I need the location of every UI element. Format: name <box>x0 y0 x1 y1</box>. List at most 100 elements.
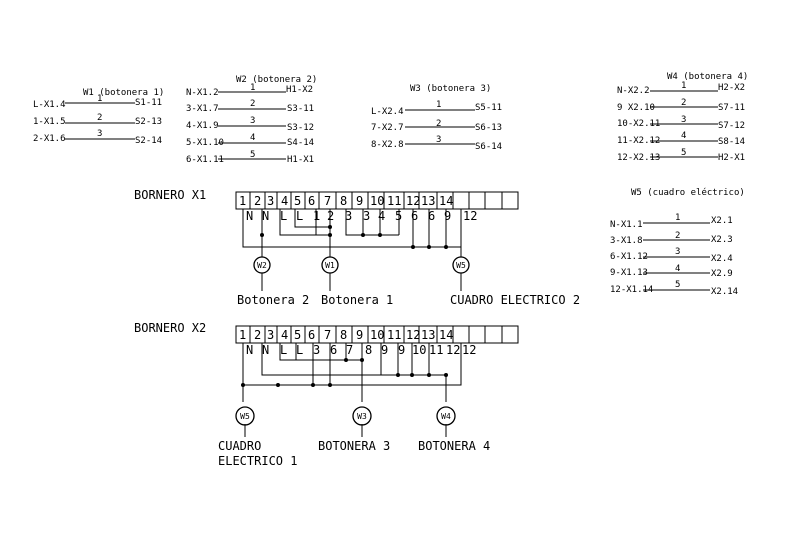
terminal-number: 11 <box>387 328 401 342</box>
terminal-number: 9 <box>356 194 363 208</box>
wire-number: 2 <box>675 231 680 241</box>
connector-label: W5 <box>240 412 250 421</box>
terminal-numbers: 1 2 3 4 5 6 7 8 9 10 11 12 13 14 <box>239 194 453 208</box>
wire-right-label: H2-X2 <box>718 83 745 93</box>
junction-dot <box>378 233 382 237</box>
terminal <box>452 325 470 344</box>
junction-dot <box>328 233 332 237</box>
wire-right-label: S1-11 <box>135 98 162 108</box>
terminal-strip <box>235 191 519 210</box>
junction-dot <box>328 225 332 229</box>
connector-caption: CUADRO ELECTRICO 2 <box>450 293 580 307</box>
connector-w4: W4 <box>436 406 456 426</box>
terminal <box>468 325 486 344</box>
terminal-number: 2 <box>254 194 261 208</box>
junction-dot <box>241 383 245 387</box>
wire-label: 1 <box>313 209 320 223</box>
terminal-number: 5 <box>294 328 301 342</box>
wire-label: 6 <box>330 343 337 357</box>
wire-number: 3 <box>681 115 686 125</box>
junction-dot <box>427 373 431 377</box>
cable-table-w1: W1 (botonera 1) L-X1.4 1 S1-11 1-X1.5 2 … <box>33 88 164 146</box>
connector-caption: ELECTRICO 1 <box>218 454 297 468</box>
terminal-number: 10 <box>370 194 384 208</box>
wire-number: 3 <box>97 129 102 139</box>
wire-number: 2 <box>250 99 255 109</box>
connector-caption: Botonera 1 <box>321 293 393 307</box>
wire-label: 12 <box>462 343 476 357</box>
terminal-number: 7 <box>324 194 331 208</box>
connector-caption: BOTONERA 3 <box>318 439 390 453</box>
connector-label: W2 <box>257 261 267 270</box>
wire-label: 6 <box>411 209 418 223</box>
cable-table-w5: W5 (cuadro eléctrico) N-X1.1 1 X2.1 3-X1… <box>610 187 745 297</box>
terminal <box>468 191 486 210</box>
connector-caption: Botonera 2 <box>237 293 309 307</box>
junction-dot <box>276 383 280 387</box>
terminal-number: 14 <box>439 328 453 342</box>
terminal-number: 12 <box>406 194 420 208</box>
wire-right-label: S5-11 <box>475 103 502 113</box>
cable-title: W3 (botonera 3) <box>410 84 491 94</box>
wire-number: 5 <box>250 150 255 160</box>
wire-right-label: S7-11 <box>718 103 745 113</box>
cable-title: W5 (cuadro eléctrico) <box>631 187 745 198</box>
terminal <box>484 325 503 344</box>
wire-label: N <box>246 209 253 223</box>
junction-dot <box>360 358 364 362</box>
wire-number: 5 <box>681 148 686 158</box>
wire-label: 10 <box>412 343 426 357</box>
wire-left-label: 4-X1.9 <box>186 121 219 131</box>
terminal <box>452 191 470 210</box>
wire-label: 9 <box>444 209 451 223</box>
wire-label: N <box>246 343 253 357</box>
terminal-number: 3 <box>267 328 274 342</box>
wire-label: 3 <box>363 209 370 223</box>
wire-label: L <box>280 209 287 223</box>
wire-right-label: X2.3 <box>711 235 733 245</box>
wire-right-label: X2.4 <box>711 254 733 264</box>
connector-w5: W5 <box>452 256 470 274</box>
terminal-number: 8 <box>340 194 347 208</box>
terminal-number: 6 <box>308 328 315 342</box>
wire-right-label: S7-12 <box>718 121 745 131</box>
wire-label: 8 <box>365 343 372 357</box>
terminal-number: 8 <box>340 328 347 342</box>
terminal-number: 1 <box>239 328 246 342</box>
junction-dot <box>311 383 315 387</box>
terminal-number: 11 <box>387 194 401 208</box>
wire-left-label: 1-X1.5 <box>33 117 66 127</box>
cable-title: W4 (botonera 4) <box>667 72 748 82</box>
terminal-number: 6 <box>308 194 315 208</box>
wire-number: 3 <box>250 116 255 126</box>
wire-label: 12 <box>463 209 477 223</box>
terminal-numbers: 1 2 3 4 5 6 7 8 9 10 11 12 13 14 <box>239 328 453 342</box>
wire-number: 1 <box>675 213 680 223</box>
connector-label: W3 <box>357 412 367 421</box>
wire-number: 4 <box>675 264 680 274</box>
terminal-number: 4 <box>281 194 288 208</box>
terminal-strip <box>235 325 519 344</box>
connector-caption: BOTONERA 4 <box>418 439 490 453</box>
wire-label: 3 <box>313 343 320 357</box>
wire-number: 4 <box>250 133 255 143</box>
wire-left-label: N-X2.2 <box>617 86 650 96</box>
wire-number: 5 <box>675 280 680 290</box>
wire-label: 11 <box>429 343 443 357</box>
connector-w1: W1 <box>321 256 339 274</box>
junction-dot <box>444 245 448 249</box>
connector-label: W1 <box>325 261 335 270</box>
connector-caption: CUADRO <box>218 439 261 453</box>
wire-number: 1 <box>436 100 441 110</box>
wire-labels: N N L L 1 2 3 3 4 5 6 6 9 12 <box>246 209 477 223</box>
connector-w2: W2 <box>253 256 271 274</box>
junction-dot <box>444 373 448 377</box>
wire-left-label: 6-X1.12 <box>610 252 648 262</box>
wire-right-label: S2-14 <box>135 136 162 146</box>
cable-title: W2 (botonera 2) <box>236 75 317 85</box>
wire-left-label: 10-X2.11 <box>617 119 660 129</box>
wire-number: 2 <box>681 98 686 108</box>
junction-dot <box>328 383 332 387</box>
terminal <box>501 191 519 210</box>
